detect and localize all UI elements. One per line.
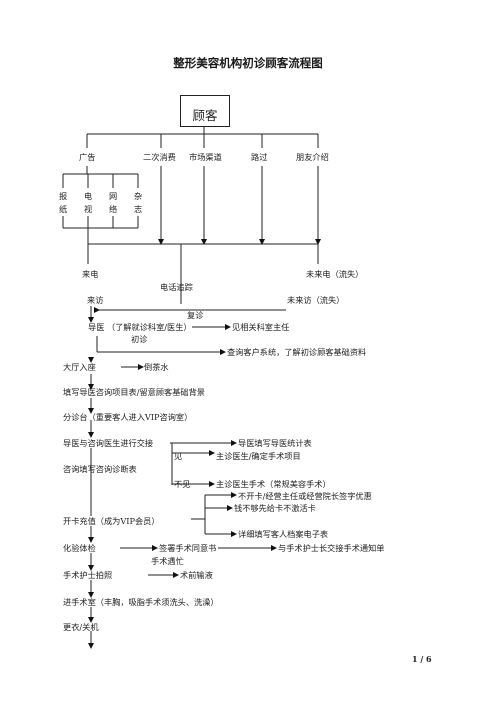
media-web-bottom: 络 [109, 204, 118, 214]
notify-head-label: 与手术护士长交接手术通知单 [278, 543, 385, 553]
source-market-channel: 市场渠道 [189, 152, 222, 162]
visit-not-label: 未来访（流失） [287, 295, 345, 305]
sign-consent-label: 签署手术同意书 [159, 543, 217, 553]
call-not-label: 未来电（流失） [306, 269, 364, 279]
doctor-stats-label: 导医填写导医统计表 [238, 438, 312, 448]
visit-label: 来访 [87, 295, 104, 305]
open-card-label: 开卡充值（成为VIP会员） [63, 516, 160, 526]
media-newspaper-bottom: 纸 [59, 204, 68, 214]
nurse-photo-label: 手术护士拍照 [63, 570, 113, 580]
e-record-label: 详细填写客人档案电子表 [238, 529, 329, 539]
see-director-label: 见相关科室主任 [232, 322, 290, 332]
guide-doctor-label: 导医 （了解就诊科室/医生） [88, 322, 192, 332]
lab-label: 化验体检 [63, 543, 96, 553]
revisit-label: 复诊 [187, 310, 204, 320]
enter-or-label: 进手术室（丰胸，吸脂手术须洗头、洗澡） [63, 597, 219, 607]
media-magazine-top: 杂 [134, 191, 143, 201]
customer-label: 顾客 [192, 108, 218, 123]
media-tv-bottom: 视 [84, 204, 93, 214]
see-label: 见 [174, 451, 183, 461]
source-ad: 广告 [79, 152, 96, 162]
confirm-project-label: 主诊医生/确定手术项目 [216, 451, 301, 461]
escort-label: 手术遇忙 [151, 556, 184, 566]
preop-iv-label: 术前输液 [180, 570, 213, 580]
page-title: 整形美容机构初诊顾客流程图 [173, 56, 323, 70]
lobby-label: 大厅入座 [63, 362, 96, 372]
change-clothes-label: 更衣/关机 [63, 622, 99, 632]
source-walk-by: 路过 [251, 152, 268, 162]
customer-box: 顾客 [180, 95, 230, 127]
consult-form-label: 咨询填写咨询诊断表 [63, 464, 137, 474]
triage-label: 分诊台（重要客人进入VIP咨询室） [63, 412, 193, 422]
media-web-top: 网 [109, 191, 118, 201]
fill-form-label: 填写导医咨询项目表/留意顾客基础背景 [63, 387, 205, 397]
page-number: 1 / 6 [412, 654, 432, 664]
query-system-label: 查询客户系统，了解初诊顾客基础资料 [227, 347, 367, 357]
media-newspaper-top: 报 [59, 191, 68, 201]
no-card-label: 不开卡/经营主任或经营院长签字优惠 [238, 491, 372, 501]
no-activate-label: 钱不够先给卡不激活卡 [234, 503, 316, 513]
not-see-label: 不见 [174, 479, 191, 489]
media-magazine-bottom: 志 [134, 204, 143, 214]
first-visit-label: 初诊 [131, 334, 148, 344]
phone-track-label: 电话追踪 [160, 282, 193, 292]
call-in-label: 来电 [82, 269, 99, 279]
serve-tea-label: 倒茶水 [144, 362, 169, 372]
consult-doctor-label: 导医与咨询医生进行交接 [63, 438, 154, 448]
media-tv-top: 电 [84, 191, 93, 201]
regular-surgery-label: 主诊医生手术（常规美容手术） [216, 479, 331, 489]
source-friend-referral: 朋友介绍 [296, 152, 329, 162]
source-second-purchase: 二次消费 [143, 152, 176, 162]
